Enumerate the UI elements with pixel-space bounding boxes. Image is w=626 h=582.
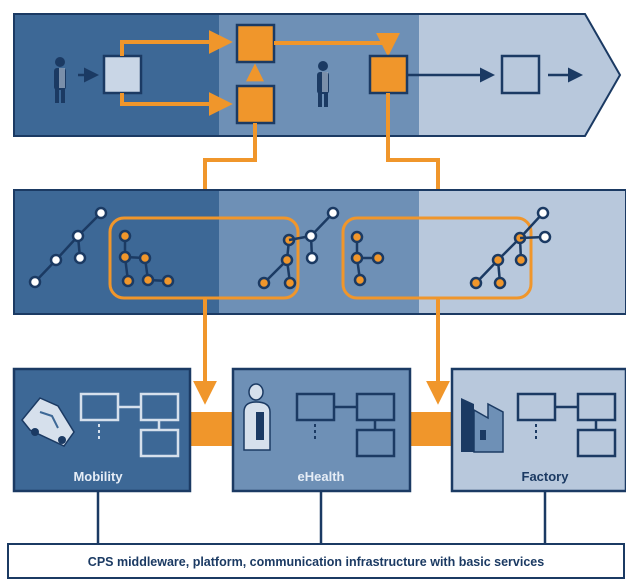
person-icon: [54, 57, 66, 103]
orange-connector: [120, 30, 233, 56]
process-band-outline: [13, 13, 622, 137]
tree-network-icon: [288, 206, 340, 265]
domain-label-factory: Factory: [522, 469, 570, 484]
domain-label-ehealth: eHealth: [298, 469, 345, 484]
process-step-box-outline: [500, 54, 541, 95]
car-icon: [21, 397, 75, 447]
orange-connector: [193, 123, 257, 215]
domain-link-bar: [190, 412, 232, 446]
domain-box-ehealth: eHealth: [231, 367, 412, 493]
person-icon: [317, 61, 329, 107]
tree-network-icon: [118, 229, 175, 288]
orange-connector: [386, 93, 450, 215]
tree-network-icon: [519, 206, 552, 244]
process-step-box-orange: [235, 23, 276, 64]
process-band: [13, 13, 622, 215]
domain-label-mobility: Mobility: [73, 469, 123, 484]
tree-network-icon: [28, 206, 108, 289]
domain-box-factory: Factory: [450, 367, 626, 493]
network-band-segment-2: [219, 190, 419, 314]
person-icon: [243, 383, 271, 451]
process-step-box-orange: [368, 54, 409, 95]
tree-network-icon: [350, 230, 385, 287]
network-band-outline: [13, 189, 626, 315]
process-step-box: [102, 54, 143, 95]
base-layer: CPS middleware, platform, communication …: [7, 543, 625, 579]
orange-connector: [120, 92, 233, 116]
process-step-box-orange: [235, 84, 276, 125]
orange-connector: [274, 32, 400, 57]
factory-icon: [461, 398, 504, 453]
domain-box-mobility: Mobility: [12, 367, 192, 493]
network-band-segment-3: [419, 190, 626, 314]
base-layer-label: CPS middleware, platform, communication …: [88, 555, 544, 569]
network-band-segment-1: [14, 190, 219, 314]
domain-link-bar: [410, 412, 452, 446]
network-band: [13, 189, 626, 405]
